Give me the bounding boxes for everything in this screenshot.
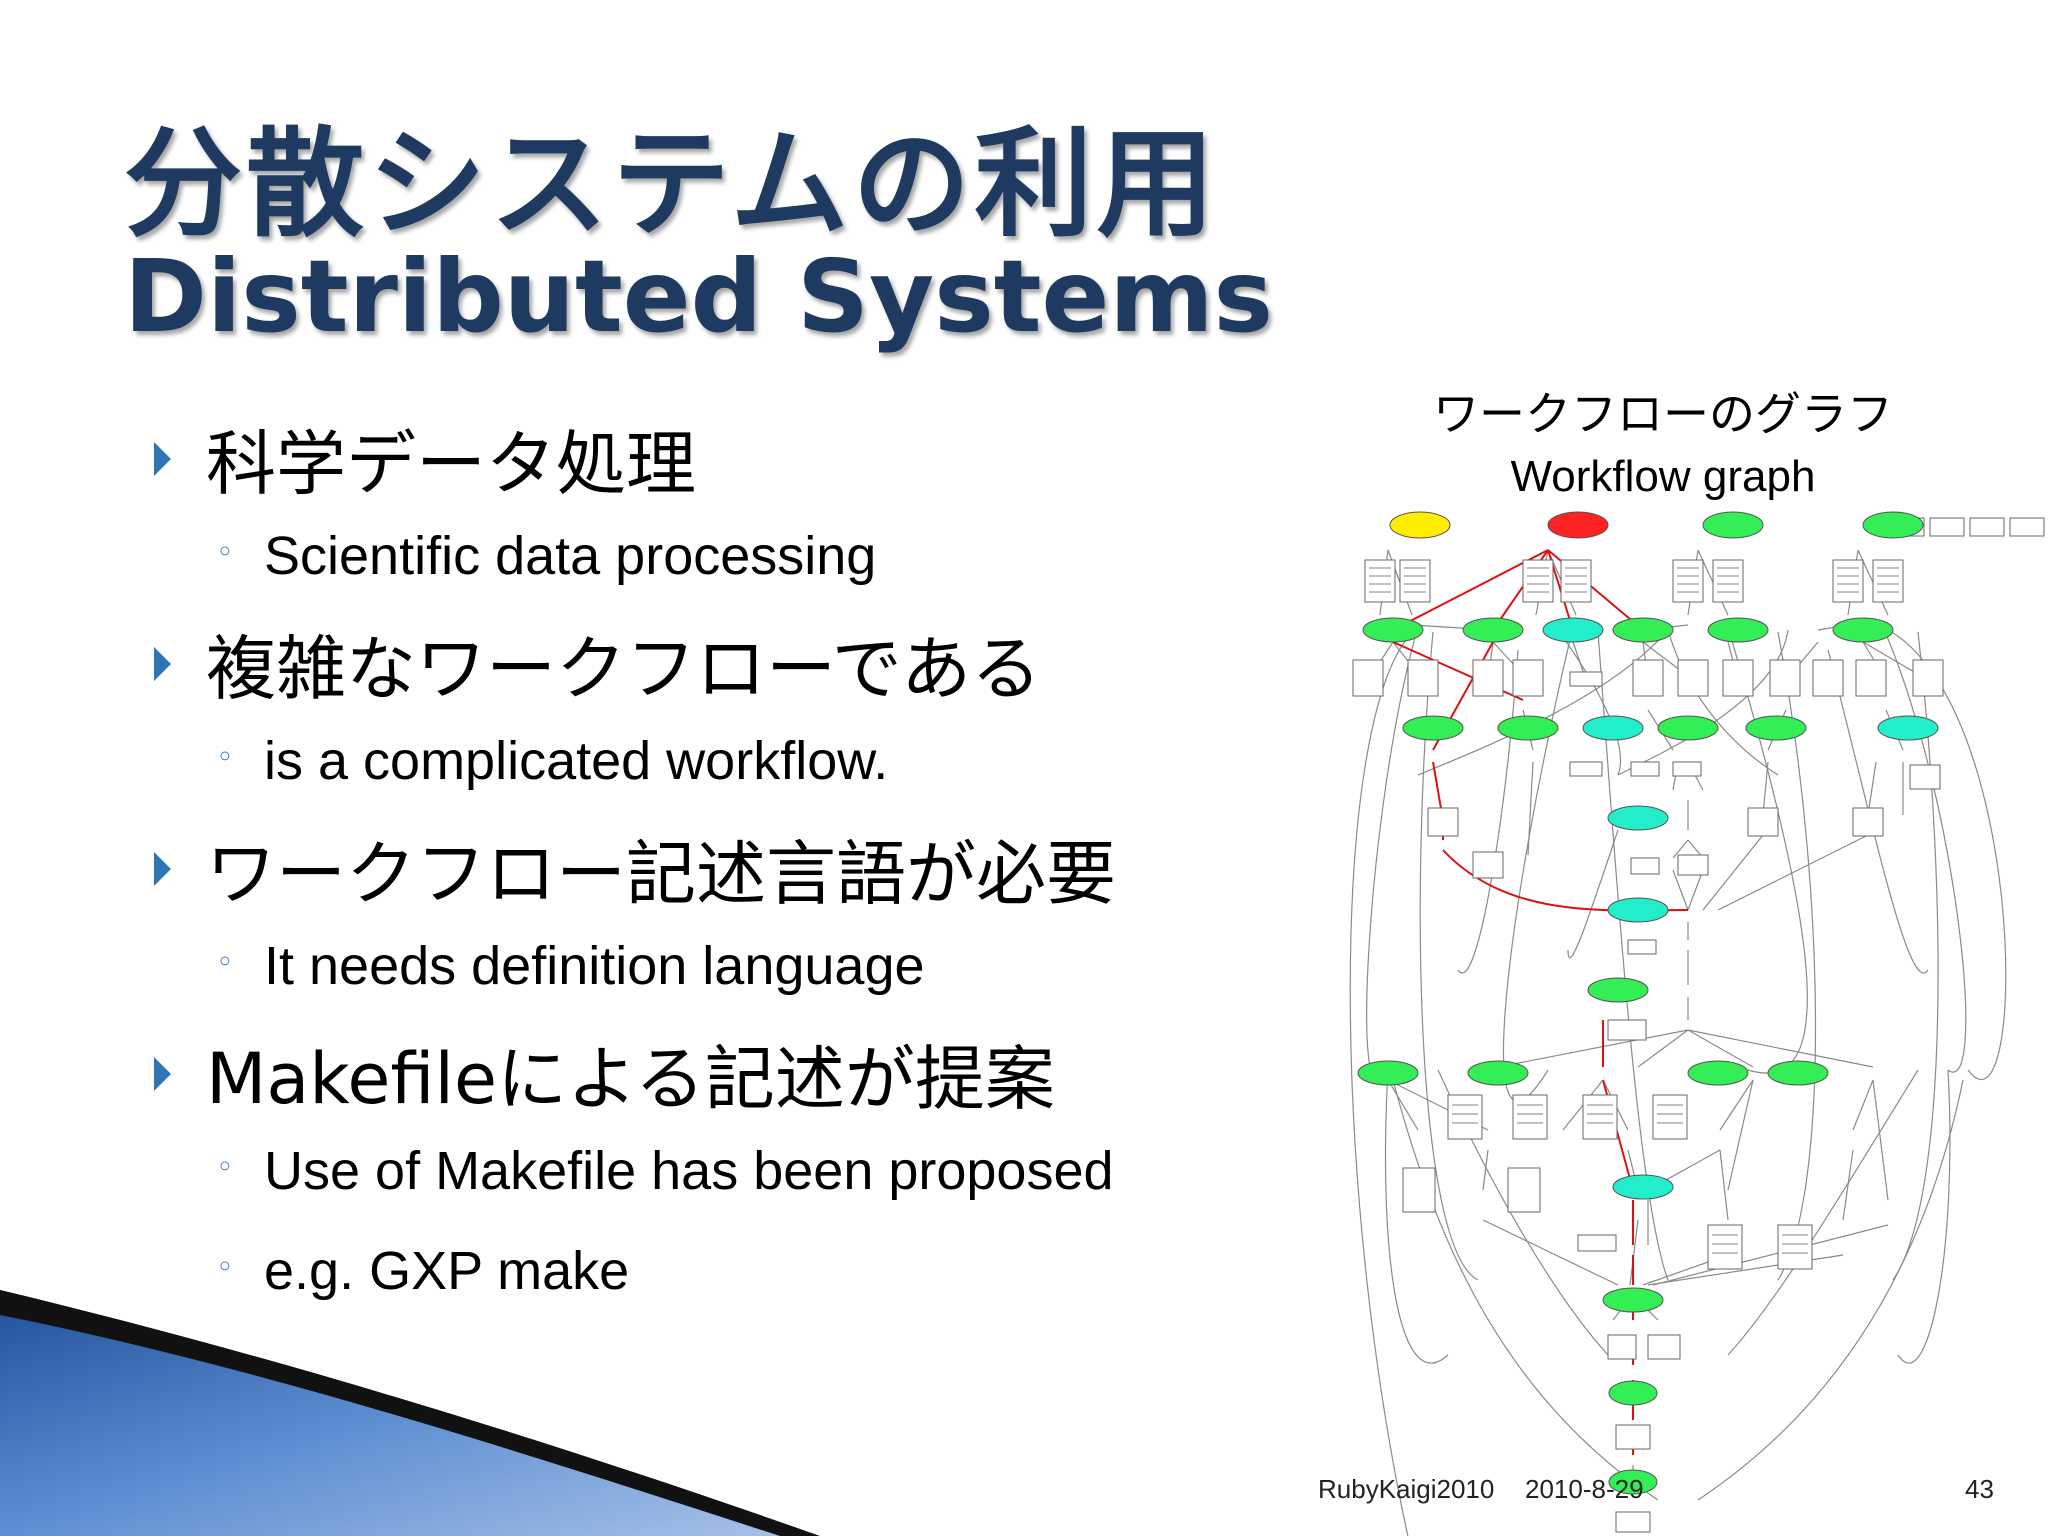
- footer-event: RubyKaigi2010: [1318, 1474, 1495, 1504]
- sub-bullet-item: ◦ Scientific data processing: [140, 505, 1270, 605]
- sub-bullet-text: It needs definition language: [264, 936, 925, 996]
- triangle-right-icon: [154, 647, 171, 681]
- bullet-text: 科学データ処理: [206, 423, 696, 505]
- slide-title-english: Distributed Systems: [124, 238, 1274, 355]
- hollow-circle-icon: ◦: [216, 945, 234, 980]
- bullet-item: 科学データ処理: [140, 400, 1270, 505]
- workflow-graph-image: [1308, 500, 2048, 1536]
- sub-bullet-item: ◦ Use of Makefile has been proposed: [140, 1120, 1270, 1220]
- bullet-item: Makefileによる記述が提案: [140, 1015, 1270, 1120]
- triangle-right-icon: [154, 852, 171, 886]
- footer-date: 2010-8-29: [1525, 1474, 1644, 1504]
- bullet-list: 科学データ処理 ◦ Scientific data processing 複雑な…: [140, 400, 1270, 1320]
- bullet-text: ワークフロー記述言語が必要: [206, 833, 1116, 915]
- bullet-item: 複雑なワークフローである: [140, 605, 1270, 710]
- sub-bullet-text: Scientific data processing: [264, 526, 877, 586]
- footer-page-number: 43: [1965, 1474, 1994, 1504]
- bullet-text: 複雑なワークフローである: [206, 628, 1042, 710]
- sub-bullet-text: e.g. GXP make: [264, 1241, 630, 1301]
- hollow-circle-icon: ◦: [216, 535, 234, 570]
- triangle-right-icon: [154, 442, 171, 476]
- bullet-item: ワークフロー記述言語が必要: [140, 810, 1270, 915]
- sub-bullet-item: ◦ is a complicated workflow.: [140, 710, 1270, 810]
- graph-caption: ワークフローのグラフ Workflow graph: [1418, 378, 1908, 502]
- slide-title-japanese: 分散システムの利用: [124, 115, 1219, 253]
- decorative-corner-swoosh: [0, 1290, 820, 1536]
- sub-bullet-item: ◦ e.g. GXP make: [140, 1220, 1270, 1320]
- triangle-right-icon: [154, 1057, 171, 1091]
- hollow-circle-icon: ◦: [216, 740, 234, 775]
- sub-bullet-item: ◦ It needs definition language: [140, 915, 1270, 1015]
- hollow-circle-icon: ◦: [216, 1150, 234, 1185]
- sub-bullet-text: Use of Makefile has been proposed: [264, 1141, 1114, 1201]
- graph-caption-japanese: ワークフローのグラフ: [1433, 387, 1893, 441]
- sub-bullet-text: is a complicated workflow.: [264, 731, 889, 791]
- graph-caption-english: Workflow graph: [1510, 452, 1816, 501]
- bullet-text: Makefileによる記述が提案: [206, 1038, 1055, 1120]
- hollow-circle-icon: ◦: [216, 1250, 234, 1285]
